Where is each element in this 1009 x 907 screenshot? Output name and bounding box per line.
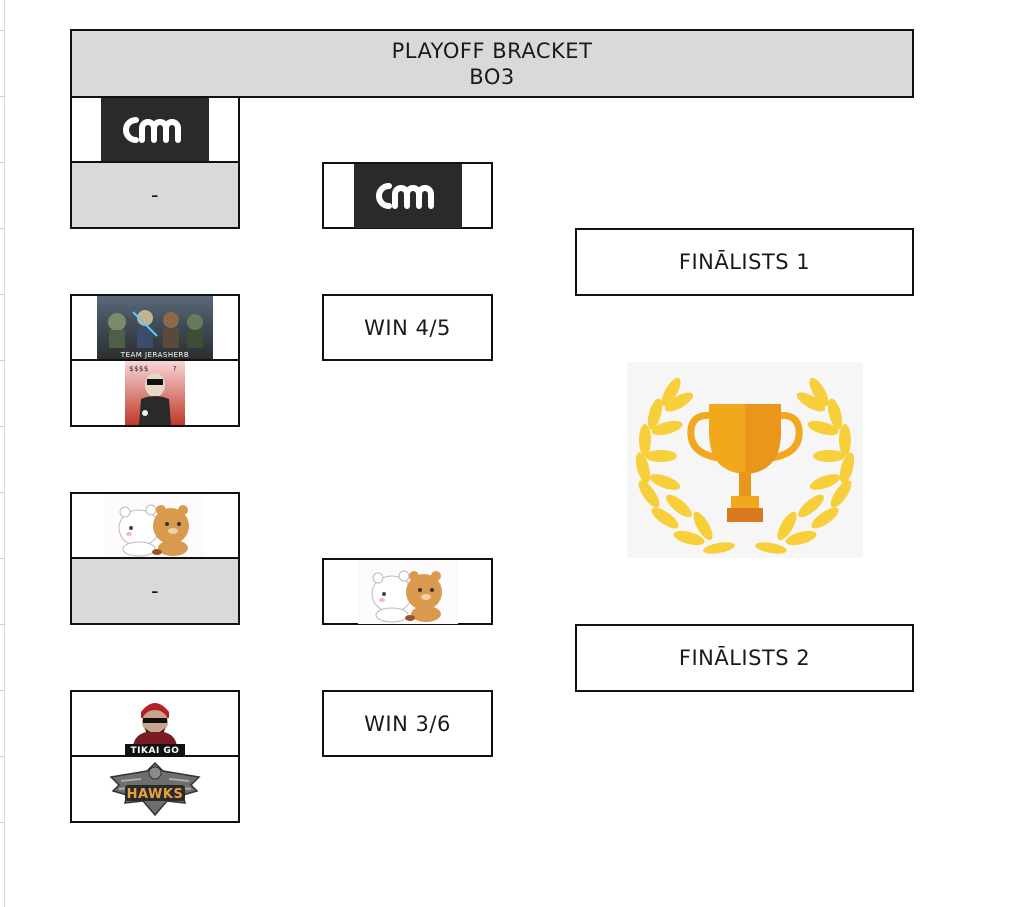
row-divider (0, 558, 5, 559)
bears-logo (357, 559, 458, 624)
empty-slot-label: - (150, 579, 160, 603)
row-divider (0, 426, 5, 427)
trophy-laurel-icon (627, 362, 863, 558)
row-divider (0, 492, 5, 493)
hawks-logo: HAWKS (107, 757, 203, 821)
cm-logo (353, 163, 462, 228)
row-divider (0, 360, 5, 361)
r1-slot-3[interactable]: TEAM JERASHERB (70, 294, 240, 361)
row-divider (0, 162, 5, 163)
tikai-go-logo: TIKAI GO (123, 692, 187, 756)
sheet-gridline (4, 0, 5, 907)
r1-slot-2[interactable]: - (70, 161, 240, 229)
row-divider (0, 624, 5, 625)
finalist-2-label: FINĀLISTS 2 (678, 646, 811, 670)
finalist-1-label: FINĀLISTS 1 (678, 250, 811, 274)
r1-slot-5[interactable] (70, 492, 240, 559)
cm-logo (101, 97, 209, 162)
win-label: WIN 3/6 (364, 711, 451, 736)
row-divider (0, 690, 5, 691)
r2-slot-3[interactable] (322, 558, 493, 625)
bracket-title: PLAYOFF BRACKET (391, 38, 593, 63)
r2-slot-2[interactable]: WIN 4/5 (322, 294, 493, 361)
r1-slot-4[interactable]: $$$$ ? (70, 359, 240, 427)
svg-text:$$$$: $$$$ (129, 365, 149, 373)
svg-text:?: ? (173, 365, 177, 373)
finalist-2-slot[interactable]: FINĀLISTS 2 (575, 624, 914, 692)
bracket-format: BO3 (469, 64, 515, 89)
r2-slot-1[interactable] (322, 162, 493, 229)
r1-slot-7[interactable]: TIKAI GO (70, 690, 240, 757)
team-jerasherb-logo: TEAM JERASHERB (97, 295, 213, 360)
r1-slot-1[interactable] (70, 96, 240, 163)
row-divider (0, 756, 5, 757)
row-divider (0, 96, 5, 97)
row-divider (0, 294, 5, 295)
row-divider (0, 822, 5, 823)
win-label: WIN 4/5 (364, 315, 451, 340)
finalist-1-slot[interactable]: FINĀLISTS 1 (575, 228, 914, 296)
r1-slot-8[interactable]: HAWKS (70, 755, 240, 823)
hawks-caption: HAWKS (127, 787, 184, 802)
team-jerasherb-caption: TEAM JERASHERB (120, 351, 189, 359)
r2-slot-4[interactable]: WIN 3/6 (322, 690, 493, 757)
bears-logo (105, 493, 205, 558)
bracket-header[interactable]: PLAYOFF BRACKET BO3 (70, 29, 914, 98)
row-divider (0, 228, 5, 229)
r1-slot-6[interactable]: - (70, 557, 240, 625)
row-divider (0, 30, 5, 31)
empty-slot-label: - (150, 183, 160, 207)
tikai-go-caption: TIKAI GO (131, 746, 180, 756)
masked-player-logo: $$$$ ? (125, 361, 185, 425)
